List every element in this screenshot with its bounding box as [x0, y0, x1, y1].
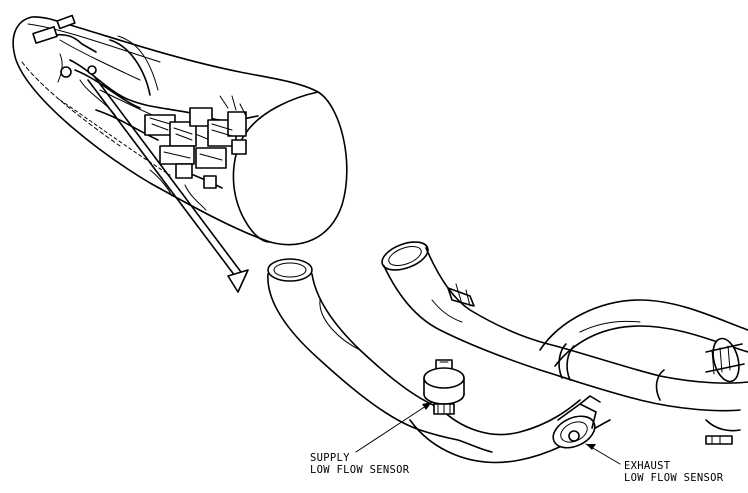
supply-sensor-leader-arrow	[422, 402, 432, 410]
exhaust-sensor-label-line2: LOW FLOW SENSOR	[624, 472, 724, 484]
nose-cone-fuselage	[12, 16, 348, 246]
detail-callout-arrow	[87, 75, 249, 293]
supply-air-duct	[267, 258, 611, 464]
supply-sensor-leader-line	[355, 401, 433, 453]
avionics-harness-cluster	[32, 14, 259, 211]
exhaust-sensor-label: EXHAUST LOW FLOW SENSOR	[624, 460, 723, 484]
exhaust-sensor-leader-arrow	[586, 444, 596, 450]
exhaust-low-flow-sensor	[552, 395, 601, 449]
supply-sensor-label-line1: SUPPLY	[310, 452, 350, 464]
exhaust-air-duct	[381, 241, 748, 445]
supply-low-flow-sensor	[423, 359, 465, 415]
supply-sensor-label: SUPPLY LOW FLOW SENSOR	[310, 452, 409, 476]
exhaust-sensor-label-line1: EXHAUST	[624, 460, 671, 472]
supply-sensor-label-line2: LOW FLOW SENSOR	[310, 464, 410, 476]
